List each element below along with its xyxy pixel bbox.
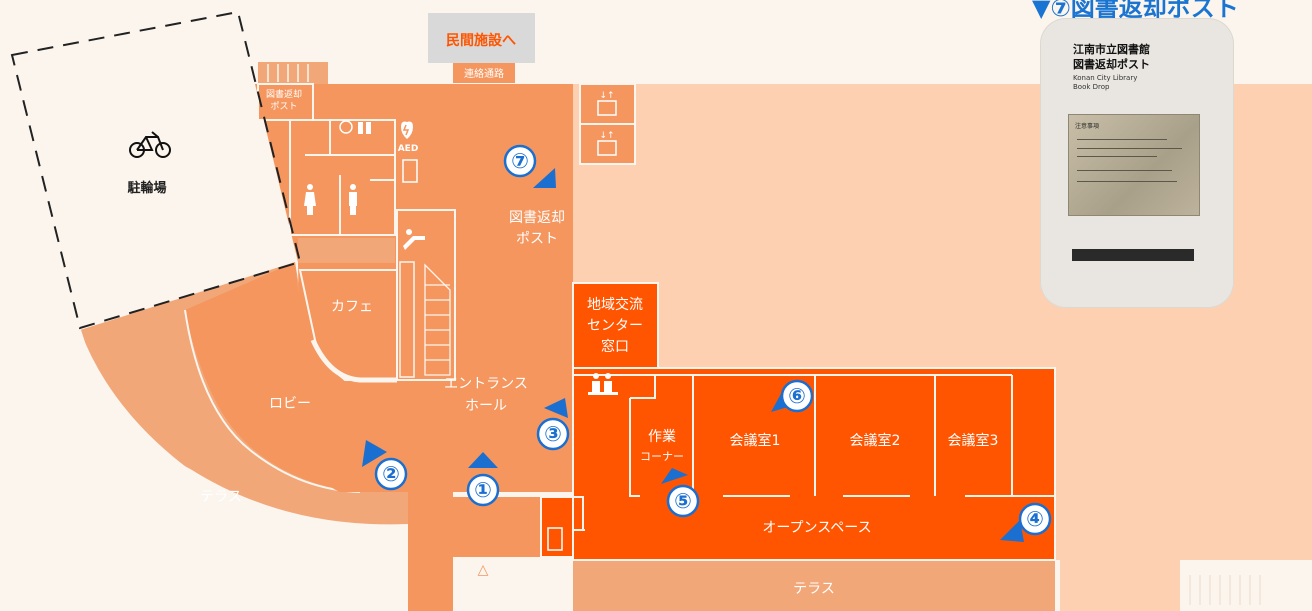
location-markers: ① ② ③ ④ ⑤ ⑥ ⑦ — [374, 144, 1052, 536]
small-stairs — [258, 62, 328, 84]
cafe-label: カフェ — [331, 299, 373, 315]
svg-text:③: ③ — [544, 422, 562, 446]
connecting-passage-label: 連絡通路 — [464, 67, 504, 80]
stairs-lines — [1189, 575, 1261, 605]
vending-icon-2 — [547, 527, 563, 551]
notice-plate: 注意事項 — [1068, 114, 1200, 216]
lobby-label: ロビー — [269, 396, 311, 412]
book-return-small-room — [257, 83, 314, 121]
marker-6: ⑥ — [780, 379, 814, 413]
meeting-room-3-label: 会議室3 — [948, 432, 999, 449]
sign-en-line-2: Book Drop — [1073, 83, 1110, 91]
vending-icon — [402, 159, 418, 183]
svg-text:↓↑: ↓↑ — [599, 131, 614, 141]
sign-line-2: 図書返却ポスト — [1073, 58, 1150, 71]
photo-heading: ▼⑦図書返却ポスト — [1032, 0, 1239, 22]
restroom-block — [289, 119, 396, 236]
corridor-light — [298, 238, 395, 263]
aed-label: AED — [398, 144, 419, 154]
work-corner-label-1: 作業 — [648, 429, 676, 445]
bicycle-parking-label: 駐輪場 — [127, 180, 166, 196]
stairs-area — [1180, 560, 1312, 611]
meeting-room-2-label: 会議室2 — [850, 432, 901, 449]
work-corner-label-2: コーナー — [640, 450, 684, 463]
reception-icon — [588, 373, 618, 395]
terrace-bottom — [573, 560, 1055, 611]
book-return-small-label-2: ポスト — [270, 101, 297, 112]
entrance-hall-label-2: ホール — [465, 398, 507, 414]
entrance-vestibule — [453, 497, 541, 557]
terrace-bottom-label: テラス — [793, 581, 835, 597]
escalator-icon — [403, 229, 425, 250]
private-facility-box — [428, 13, 535, 63]
book-drop-photo: 江南市立図書館 図書返却ポスト Konan City Library Book … — [1040, 18, 1234, 308]
marker-4: ④ — [1018, 502, 1052, 536]
svg-text:⑥: ⑥ — [788, 384, 806, 408]
svg-text:②: ② — [382, 462, 400, 486]
sign-title: 江南市立図書館 図書返却ポスト — [1073, 42, 1150, 72]
elevator-icon: ↓↑ ↓↑ — [597, 91, 617, 156]
open-space-label: オープンスペース — [762, 520, 871, 536]
marker-3: ③ — [536, 417, 570, 451]
svg-text:⑤: ⑤ — [674, 489, 692, 513]
marker-7: ⑦ — [503, 144, 537, 178]
book-return-post-label-2: ポスト — [516, 231, 558, 247]
notice-title: 注意事項 — [1075, 123, 1100, 130]
aed-icon — [401, 121, 413, 139]
book-return-post-label-1: 図書返却 — [509, 210, 565, 226]
marker-5: ⑤ — [666, 484, 700, 518]
marker-1: ① — [466, 473, 500, 507]
svg-text:①: ① — [474, 478, 492, 502]
sign-english: Konan City Library Book Drop — [1073, 74, 1137, 92]
bicycle-icon — [129, 131, 171, 158]
connecting-passage — [453, 63, 515, 83]
entrance-hall-label-1: エントランス — [444, 376, 528, 392]
svg-text:④: ④ — [1026, 507, 1044, 531]
community-center-label-1: 地域交流 — [587, 296, 643, 313]
bicycle-parking-area — [10, 10, 302, 330]
red-annex — [540, 496, 574, 558]
svg-text:⑦: ⑦ — [511, 149, 529, 173]
escalator-shaft — [396, 209, 456, 381]
room-walls — [573, 374, 1055, 531]
marker-2: ② — [374, 457, 408, 491]
community-center-label-2: センター — [587, 318, 643, 334]
book-drop-slot — [1072, 249, 1194, 261]
private-facility-label: 民間施設へ — [446, 32, 516, 49]
terrace-left-label: テラス — [200, 489, 242, 505]
svg-text:↓↑: ↓↑ — [599, 91, 614, 101]
community-center-label-3: 窓口 — [601, 338, 629, 355]
book-return-small-label-1: 図書返却 — [266, 88, 302, 100]
restroom-icons — [304, 120, 371, 215]
sign-en-line-1: Konan City Library — [1073, 74, 1138, 82]
sign-line-1: 江南市立図書館 — [1073, 43, 1150, 56]
meeting-room-1-label: 会議室1 — [730, 432, 781, 449]
triangle-symbol: △ — [478, 562, 489, 578]
